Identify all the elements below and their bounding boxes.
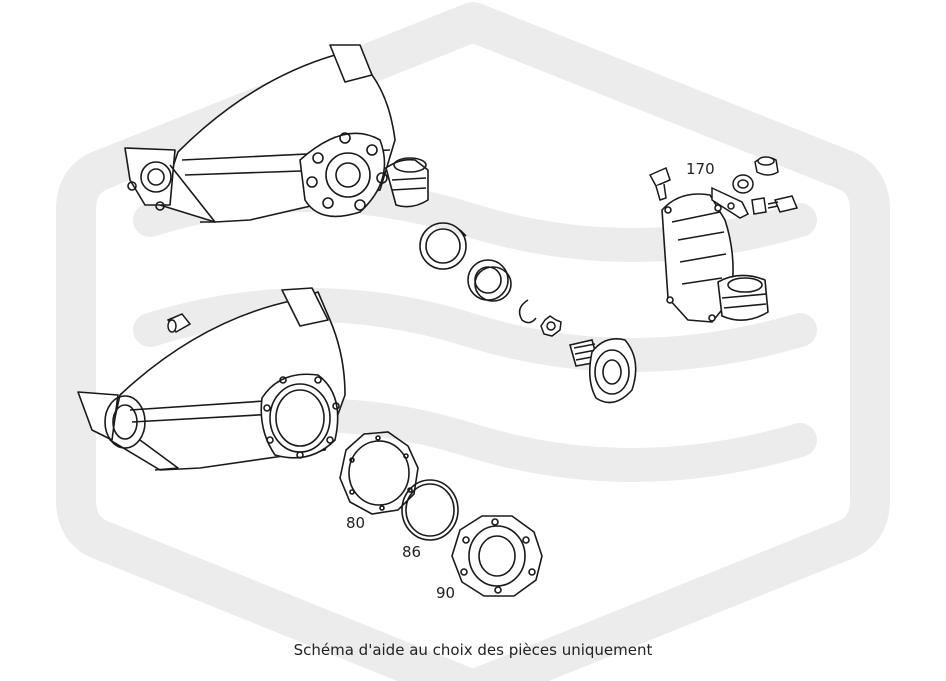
callout-86: 86 [402,543,422,561]
plug-part [166,313,192,333]
diagram-disclaimer: Schéma d'aide au choix des pièces unique… [293,641,653,659]
callout-170: 170 [686,160,715,178]
callout-90: 90 [436,584,456,602]
gasket-part [339,431,419,515]
upper-axle-housing [124,44,429,223]
lock-washer-part [540,315,562,337]
rear-cover-part [661,193,769,323]
bearing-part [467,259,512,302]
lower-axle-housing [77,287,346,471]
o-ring-part [401,479,459,541]
callout-80: 80 [346,514,366,532]
cover-hardware-parts [648,156,799,219]
bearing-cap-part [451,515,543,597]
snap-ring-part [419,222,467,270]
drive-flange-part [568,338,637,404]
clip-part [518,299,537,324]
